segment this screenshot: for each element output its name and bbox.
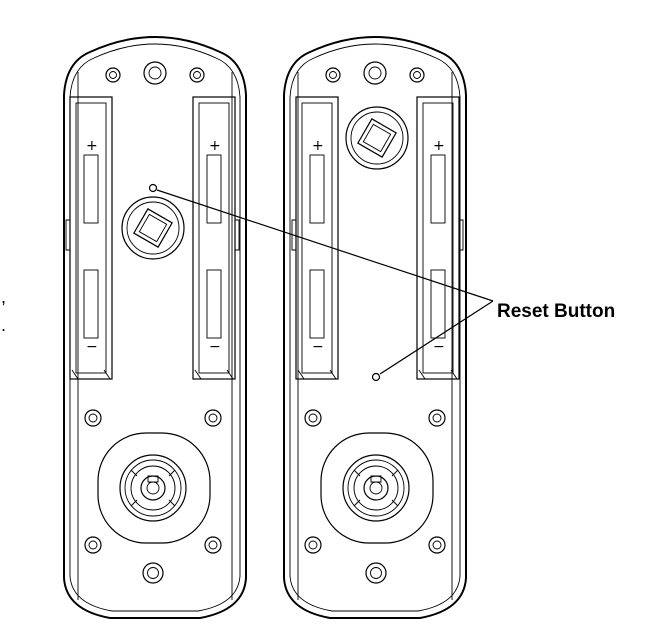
battery-compartment-right: + − xyxy=(192,96,240,380)
battery-plus-symbol: + xyxy=(433,138,445,154)
reset-button-hole xyxy=(371,372,381,382)
lock-back-plate-left: + − + − xyxy=(63,36,247,619)
reset-button-label: Reset Button xyxy=(497,301,615,322)
reset-button-callout: Reset Button xyxy=(156,189,615,375)
stray-period: . xyxy=(1,315,6,335)
top-screw-holes xyxy=(105,61,205,85)
plate-inner-outline xyxy=(69,43,241,612)
spindle-hub xyxy=(345,106,409,170)
top-screw-holes xyxy=(325,61,425,85)
battery-compartment-left: + − xyxy=(291,96,339,380)
spindle-hub xyxy=(121,196,185,260)
battery-plus-symbol: + xyxy=(312,138,324,154)
mid-screw-holes xyxy=(304,409,446,427)
battery-compartment-left: + − xyxy=(65,96,113,380)
mid-screw-holes xyxy=(84,409,222,427)
reset-button-hole xyxy=(148,183,158,193)
plate-outline xyxy=(283,36,467,619)
plate-inner-outline xyxy=(289,43,461,612)
leader-line-left xyxy=(156,189,494,302)
plate-outline xyxy=(63,36,247,619)
battery-compartment-right: + − xyxy=(416,96,464,380)
bottom-screw-holes xyxy=(84,536,222,584)
key-cylinder xyxy=(97,432,211,544)
battery-minus-symbol: − xyxy=(433,339,445,355)
leader-line-right xyxy=(379,300,494,375)
bottom-screw-holes xyxy=(304,536,446,584)
battery-minus-symbol: − xyxy=(312,339,324,355)
lock-back-plate-right: + − + − xyxy=(283,36,467,619)
stray-comma: , xyxy=(1,287,6,307)
key-cylinder xyxy=(320,432,434,544)
battery-minus-symbol: − xyxy=(86,339,98,355)
battery-plus-symbol: + xyxy=(209,138,221,154)
battery-minus-symbol: − xyxy=(209,339,221,355)
battery-plus-symbol: + xyxy=(86,138,98,154)
